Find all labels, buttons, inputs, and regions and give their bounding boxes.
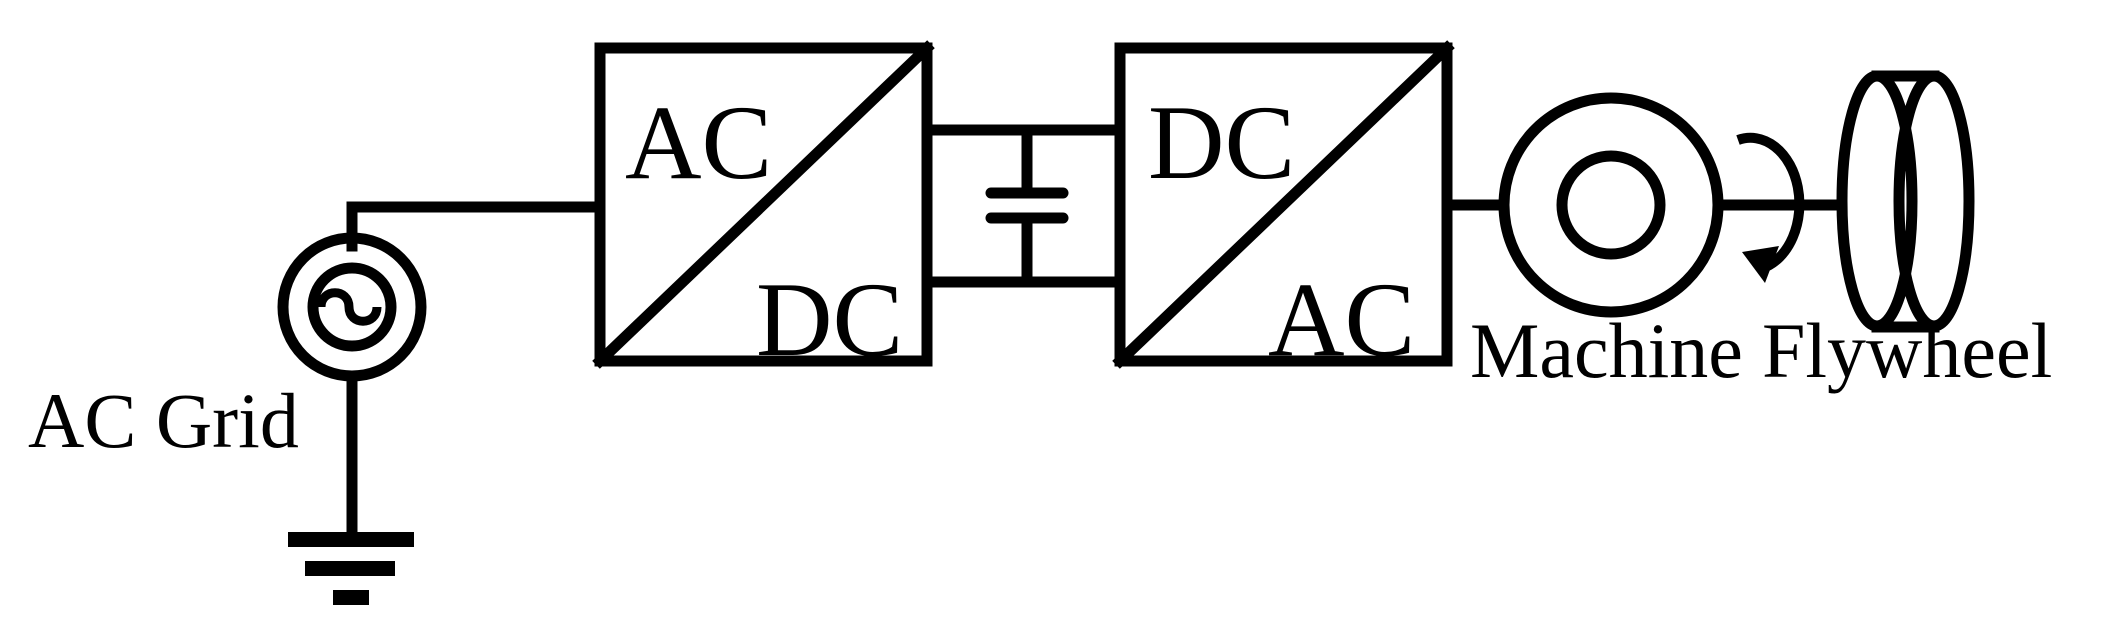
ac-dc-converter-top-label: AC: [625, 84, 772, 201]
dc-ac-converter-bottom-label: AC: [1268, 261, 1415, 378]
flywheel-icon: [1836, 70, 1975, 333]
grid-feed-wire: [346, 201, 604, 252]
rotation-arrow-icon: [1736, 132, 1805, 283]
ac-grid-label: AC Grid: [28, 377, 299, 464]
ac-dc-converter-bottom-label: DC: [756, 261, 903, 378]
machine-label: Machine: [1470, 307, 1743, 394]
ac-dc-converter: AC DC: [592, 40, 935, 378]
flywheel-label: Flywheel: [1762, 307, 2052, 394]
capacitor-icon: [985, 124, 1069, 288]
dc-ac-converter: DC AC: [1112, 40, 1455, 378]
ground-icon: [288, 532, 414, 605]
machine-icon: [1498, 92, 1724, 318]
ac-source-icon: [277, 232, 427, 382]
dc-ac-converter-top-label: DC: [1148, 84, 1295, 201]
